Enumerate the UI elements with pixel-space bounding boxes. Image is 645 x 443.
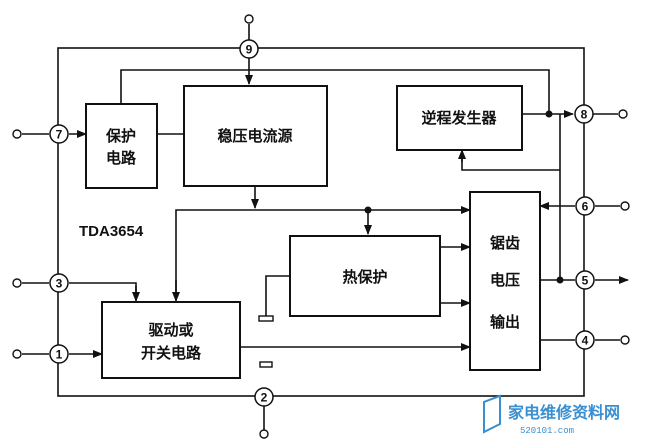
terminal-pin6: [620, 201, 630, 211]
pin-9-label: 9: [246, 43, 253, 57]
pin-4-label: 4: [582, 334, 589, 348]
terminal-pin9: [244, 14, 254, 24]
terminal-pin8: [618, 109, 628, 119]
pin-2: 2: [254, 387, 274, 407]
pin-4: 4: [575, 330, 595, 350]
wire-branch: [175, 209, 470, 300]
watermark: 家电维修资料网 520101.com: [483, 394, 620, 436]
pin-3-label: 3: [56, 277, 63, 291]
pin-5-label: 5: [582, 274, 589, 288]
pin-8: 8: [574, 104, 594, 124]
block-flyback: [396, 85, 523, 151]
pin-5: 5: [575, 270, 595, 290]
wire-thermal-sensor: [265, 275, 290, 316]
wire-flyback-feed: [461, 152, 560, 171]
terminal-pin2: [259, 429, 269, 439]
pin-3: 3: [49, 273, 69, 293]
wire-pin3-driver: [69, 282, 137, 300]
pin-7-label: 7: [56, 128, 63, 142]
driver-label-2: 开关电路: [141, 344, 202, 362]
block-driver: [101, 301, 241, 379]
watermark-url: 520101.com: [520, 426, 574, 436]
pin-1-label: 1: [56, 348, 63, 362]
terminal-pin4: [620, 335, 630, 345]
block-thermal: [289, 235, 441, 317]
pin-7: 7: [49, 124, 69, 144]
watermark-brand: 家电维修资料网: [508, 403, 620, 422]
block-protect: [85, 103, 158, 189]
block-sawtooth: [469, 191, 541, 371]
regulator-label: 稳压电流源: [217, 127, 292, 145]
watermark-logo-icon: [483, 394, 501, 434]
flyback-label: 逆程发生器: [421, 109, 497, 127]
sawtooth-label-2: 电压: [490, 271, 520, 289]
terminal-pin1: [12, 349, 22, 359]
thermal-label: 热保护: [342, 268, 387, 286]
terminal-pin7: [12, 129, 22, 139]
protect-label-2: 电路: [106, 149, 137, 167]
terminal-pin3: [12, 278, 22, 288]
pin-8-label: 8: [581, 108, 588, 122]
junction-dot: [556, 276, 564, 284]
sawtooth-label-1: 锯齿: [490, 234, 520, 252]
ic-outline: [57, 47, 585, 397]
block-regulator: [183, 85, 328, 187]
pin-9: 9: [239, 39, 259, 59]
pin-6: 6: [575, 196, 595, 216]
driver-label-1: 驱动或: [148, 321, 193, 339]
pin-1: 1: [49, 344, 69, 364]
sawtooth-label-3: 输出: [490, 313, 520, 331]
protect-label-1: 保护: [105, 127, 136, 145]
junction-dot: [545, 110, 553, 118]
thermal-sensor-terminal: [258, 315, 274, 322]
pin-6-label: 6: [582, 200, 589, 214]
junction-dot: [364, 206, 372, 214]
pin-2-label: 2: [261, 391, 268, 405]
pin2-internal-terminal: [259, 361, 273, 368]
chip-name: TDA3654: [79, 223, 144, 240]
wire-top-bus: [120, 69, 550, 114]
